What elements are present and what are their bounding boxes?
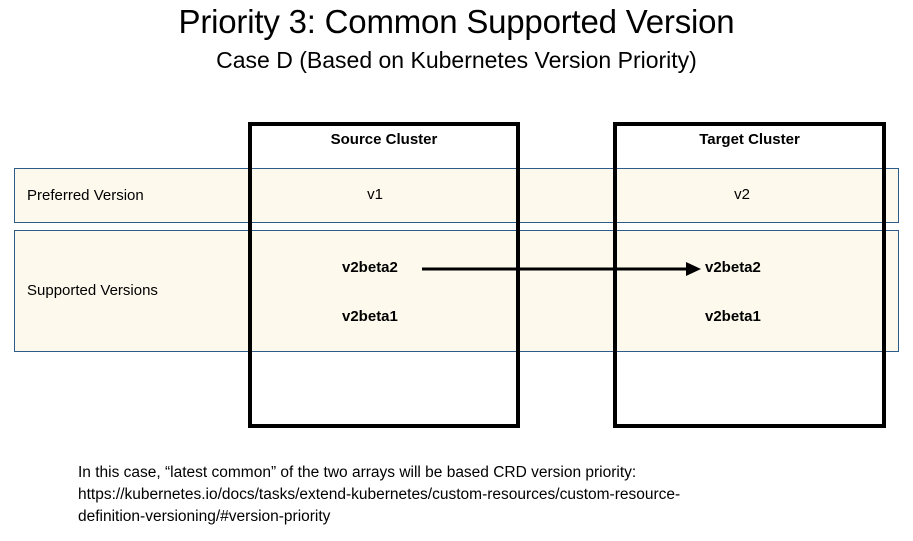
row-label-preferred-version: Preferred Version bbox=[27, 187, 144, 204]
row-label-supported-versions: Supported Versions bbox=[27, 282, 158, 299]
table-row-preferred-version: Preferred Version bbox=[14, 168, 899, 223]
source-supported-version-item: v2beta1 bbox=[342, 308, 398, 325]
source-cluster-title: Source Cluster bbox=[330, 131, 438, 148]
target-supported-version-item: v2beta1 bbox=[705, 308, 761, 325]
caption-line-1: In this case, “latest common” of the two… bbox=[78, 464, 637, 481]
target-preferred-version-value: v2 bbox=[734, 186, 750, 203]
target-supported-version-item: v2beta2 bbox=[705, 259, 761, 276]
page-subtitle: Case D (Based on Kubernetes Version Prio… bbox=[216, 47, 697, 73]
source-preferred-version-value: v1 bbox=[367, 186, 383, 203]
mapping-arrow-icon bbox=[422, 262, 701, 276]
caption-line-3: definition-versioning/#version-priority bbox=[78, 508, 331, 525]
table-row-supported-versions: Supported Versions bbox=[14, 230, 899, 352]
slide-title-block: Priority 3: Common Supported Version Cas… bbox=[0, 2, 913, 75]
page-title: Priority 3: Common Supported Version bbox=[178, 3, 735, 40]
footer-caption: In this case, “latest common” of the two… bbox=[78, 462, 868, 528]
caption-line-2: https://kubernetes.io/docs/tasks/extend-… bbox=[78, 486, 681, 503]
source-supported-version-item: v2beta2 bbox=[342, 259, 398, 276]
target-cluster-title: Target Cluster bbox=[699, 131, 800, 148]
